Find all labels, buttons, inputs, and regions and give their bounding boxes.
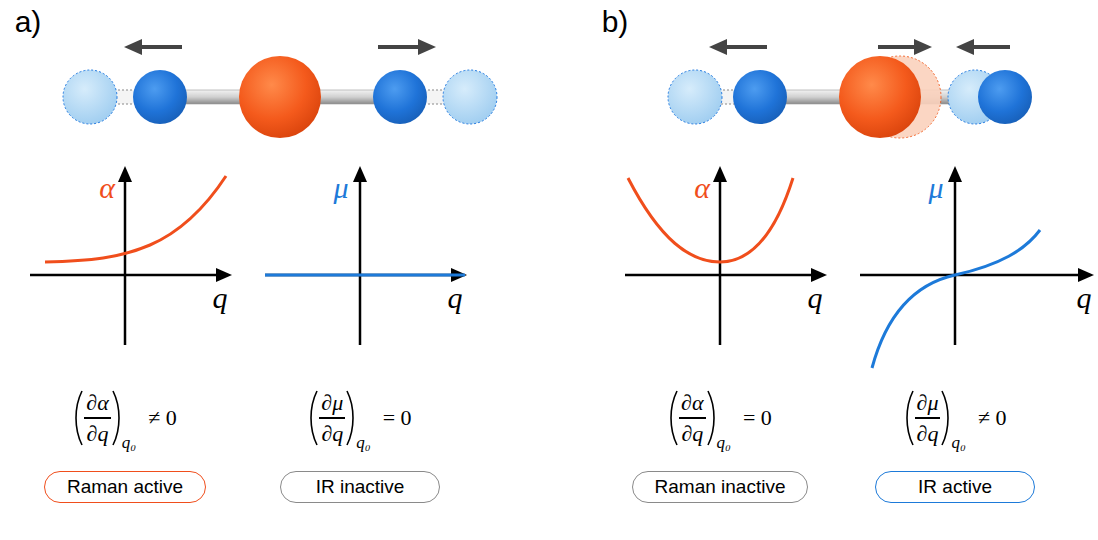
fraction: ∂μ ∂q bbox=[915, 390, 941, 446]
pill-text: Raman active bbox=[67, 476, 183, 498]
status-pill: IR active bbox=[875, 471, 1035, 503]
subscript: q₀ bbox=[951, 433, 965, 453]
axis-label: q bbox=[213, 283, 228, 313]
axis-label: q bbox=[808, 283, 823, 313]
axis-label: μ bbox=[928, 173, 943, 203]
axis-label: α bbox=[694, 173, 710, 203]
axis-label: q bbox=[448, 283, 463, 313]
relation: = 0 bbox=[743, 405, 772, 431]
parenthesis-symbol bbox=[73, 389, 84, 447]
denominator: ∂q bbox=[679, 421, 705, 446]
derivative-formula: ∂μ∂qq₀= 0 bbox=[308, 389, 411, 447]
pill-text: Raman inactive bbox=[655, 476, 786, 498]
subscript: q₀ bbox=[122, 433, 136, 453]
subscript: q₀ bbox=[356, 433, 370, 453]
parenthesis-symbol bbox=[940, 389, 951, 447]
fraction: ∂α ∂q bbox=[84, 390, 110, 446]
pill-text: IR inactive bbox=[316, 476, 405, 498]
parenthesis-symbol bbox=[308, 389, 319, 447]
relation: ≠ 0 bbox=[148, 405, 177, 431]
derivative-formula: ∂α∂qq₀≠ 0 bbox=[73, 389, 176, 447]
denominator: ∂q bbox=[915, 421, 941, 446]
relation: = 0 bbox=[383, 405, 412, 431]
panel-label: b) bbox=[602, 7, 629, 37]
numerator: ∂μ bbox=[915, 390, 941, 415]
denominator: ∂q bbox=[319, 421, 345, 446]
fraction-bar bbox=[319, 417, 345, 418]
subscript: q₀ bbox=[717, 433, 731, 453]
status-pill: IR inactive bbox=[280, 471, 440, 503]
parenthesis-symbol bbox=[904, 389, 915, 447]
parenthesis-symbol bbox=[668, 389, 679, 447]
axis-label: α bbox=[99, 173, 115, 203]
status-pill: Raman inactive bbox=[632, 471, 809, 503]
fraction: ∂μ ∂q bbox=[319, 390, 345, 446]
parenthesis-symbol bbox=[345, 389, 356, 447]
derivative-formula: ∂α∂qq₀= 0 bbox=[668, 389, 772, 447]
fraction-bar bbox=[679, 417, 705, 418]
pill-text: IR active bbox=[918, 476, 992, 498]
parenthesis-symbol bbox=[706, 389, 717, 447]
axis-label: μ bbox=[333, 173, 348, 203]
denominator: ∂q bbox=[85, 421, 111, 446]
numerator: ∂α bbox=[84, 390, 110, 415]
axis-label: q bbox=[1077, 283, 1092, 313]
derivative-formula: ∂μ∂qq₀≠ 0 bbox=[904, 389, 1007, 447]
parenthesis-symbol bbox=[111, 389, 122, 447]
numerator: ∂μ bbox=[319, 390, 345, 415]
fraction-bar bbox=[915, 417, 941, 418]
panel-label: a) bbox=[15, 7, 42, 37]
fraction-bar bbox=[84, 417, 110, 418]
numerator: ∂α bbox=[679, 390, 705, 415]
fraction: ∂α ∂q bbox=[679, 390, 705, 446]
relation: ≠ 0 bbox=[978, 405, 1007, 431]
status-pill: Raman active bbox=[44, 471, 206, 503]
